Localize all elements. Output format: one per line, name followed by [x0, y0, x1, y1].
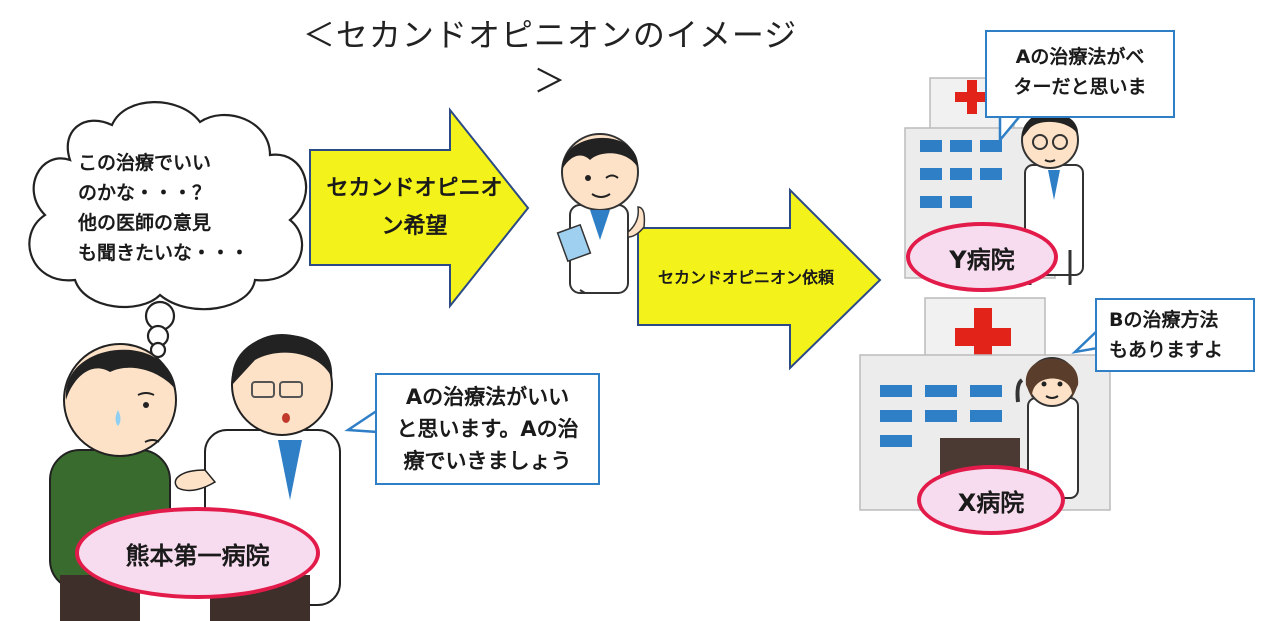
- second-opinion-request-arrow: [309, 107, 530, 309]
- kumamoto-hospital-label: 熊本第一病院: [75, 507, 320, 599]
- referral-arrow-label: セカンドオピニオン依頼: [657, 268, 834, 287]
- y-hospital-label: Y病院: [906, 222, 1058, 292]
- callout-line: 療でいきましょう: [403, 449, 572, 473]
- request-arrow-line: ン希望: [381, 214, 448, 239]
- second-opinion-referral-arrow: [637, 187, 882, 371]
- thought-cloud: [28, 101, 308, 359]
- callout-line: Aの治療法がいい: [405, 385, 570, 409]
- thought-line: 他の医師の意見: [78, 212, 212, 234]
- thought-line: のかな・・・？: [78, 182, 212, 204]
- request-arrow-label: セカンドオピニオ ン希望: [312, 170, 517, 246]
- x-hospital-label: X病院: [917, 465, 1065, 535]
- thought-line: この治療でいい: [78, 152, 212, 174]
- patient-thought-text: この治療でいい のかな・・・？ 他の医師の意見 も聞きたいな・・・: [78, 148, 288, 268]
- callout-line: と思います。Aの治: [396, 417, 579, 441]
- callout-line: ターだと思いま: [1013, 76, 1147, 98]
- callout-a-tail: [344, 407, 380, 434]
- request-arrow-line: セカンドオピニオ: [326, 176, 503, 201]
- callout-line: もありますよ: [1109, 339, 1224, 361]
- diagram-title: ＜セカンドオピニオンのイメージ＞: [302, 16, 798, 100]
- callout-line: Bの治療方法: [1109, 309, 1219, 331]
- x-doctor-illustration: [1015, 357, 1079, 499]
- thought-line: も聞きたいな・・・: [78, 242, 250, 264]
- callout-line: Aの治療法がベ: [1015, 46, 1145, 68]
- kumamoto-doctor-callout: Aの治療法がいい と思います。Aの治 療でいきましょう: [375, 373, 600, 485]
- center-doctor-illustration: [556, 133, 646, 294]
- x-doctor-callout: Bの治療方法 もありますよ: [1095, 298, 1255, 372]
- y-doctor-callout: Aの治療法がベ ターだと思いま: [985, 30, 1175, 118]
